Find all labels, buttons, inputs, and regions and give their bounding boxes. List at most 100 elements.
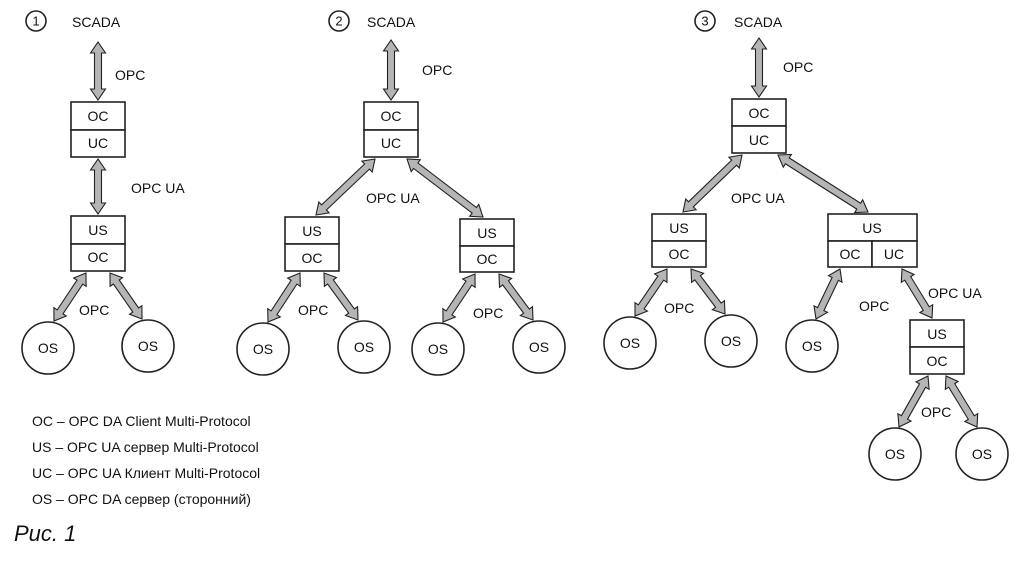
- connection-arrow: [897, 375, 930, 428]
- oc-box: [651, 240, 707, 268]
- diagram-3-leaf-1: OS: [603, 316, 657, 370]
- diagram-3-root-node: OC UC: [731, 98, 787, 154]
- us-label: US: [927, 326, 946, 342]
- figure-caption: Рис. 1: [14, 521, 77, 546]
- diagram-1-link-label-opc-ua: OPC UA: [131, 180, 185, 196]
- oc-box: [909, 346, 965, 375]
- diagram-3-link-label-opc-ua: OPC UA: [731, 190, 785, 206]
- uc-label: UC: [884, 246, 904, 262]
- os-circle: [337, 320, 391, 374]
- connection-arrow: [109, 272, 143, 320]
- diagram-3-number: 3: [701, 14, 708, 29]
- diagram-2-number-badge: [328, 10, 350, 32]
- os-label: OS: [721, 333, 741, 349]
- connection-arrow: [498, 273, 534, 321]
- os-label: OS: [354, 339, 374, 355]
- diagram-3-leaf-4: OS: [868, 427, 922, 481]
- connection-arrow: [89, 158, 107, 215]
- oc-label: OC: [840, 246, 861, 262]
- uc-label: UC: [381, 135, 401, 151]
- os-label: OS: [885, 446, 905, 462]
- us-label: US: [669, 220, 688, 236]
- connection-arrow: [315, 158, 376, 216]
- oc-label: OC: [749, 105, 770, 121]
- oc-box: [827, 240, 873, 268]
- diagram-3-link-label-opc-left: OPC: [664, 300, 694, 316]
- diagram-2-number: 2: [335, 14, 342, 29]
- diagram-2-link-label-opc-ua: OPC UA: [366, 190, 420, 206]
- connection-arrow: [777, 153, 869, 214]
- connection-arrow: [442, 273, 476, 323]
- us-label: US: [862, 220, 881, 236]
- legend-item-oc: OC – OPC DA Client Multi-Protocol: [32, 413, 251, 429]
- os-circle: [236, 322, 290, 376]
- diagram-1-number-badge: [25, 10, 47, 32]
- oc-box: [70, 101, 126, 131]
- diagram-2-scada-label: SCADA: [367, 14, 416, 30]
- legend-item-os: OS – OPC DA сервер (сторонний): [32, 491, 251, 507]
- diagram-3-link-label-opc: OPC: [783, 59, 813, 75]
- connection-arrow: [690, 268, 726, 315]
- diagram-3-right-node: US OC UC: [827, 213, 918, 268]
- diagram-1: 1 SCADA OPC OPC UA OPC OC UC US OC OS OS: [21, 10, 185, 375]
- connection-arrow: [682, 154, 743, 213]
- oc-label: OC: [927, 353, 948, 369]
- diagram-2-leaf-4: OS: [512, 320, 566, 374]
- diagram-3-link-label-opc-ua-sub: OPC UA: [928, 285, 982, 301]
- oc-label: OC: [477, 251, 498, 267]
- os-circle: [121, 319, 175, 373]
- os-label: OS: [38, 340, 58, 356]
- connection-arrow: [750, 37, 768, 98]
- diagram-3-scada-label: SCADA: [734, 14, 783, 30]
- us-label: US: [302, 223, 321, 239]
- os-circle: [785, 319, 839, 373]
- os-circle: [603, 316, 657, 370]
- diagram-1-number: 1: [32, 14, 39, 29]
- diagram-2-leaf-1: OS: [236, 322, 290, 376]
- diagram-2-leaf-2: OS: [337, 320, 391, 374]
- oc-label: OC: [381, 108, 402, 124]
- oc-label: OC: [669, 246, 690, 262]
- diagram-3: 3 SCADA OPC OPC UA OPC OPC OPC UA OPC OC…: [603, 10, 1009, 481]
- connection-arrow: [53, 272, 87, 322]
- legend-item-us: US – OPC UA сервер Multi-Protocol: [32, 439, 259, 455]
- uc-label: UC: [749, 132, 769, 148]
- diagram-2-link-label-opc-left: OPC: [298, 302, 328, 318]
- diagram-1-link-label-opc-leaves: OPC: [79, 302, 109, 318]
- oc-label: OC: [302, 250, 323, 266]
- connection-arrow: [382, 39, 400, 101]
- os-label: OS: [802, 338, 822, 354]
- uc-box: [731, 125, 787, 154]
- diagram-2-link-label-opc: OPC: [422, 62, 452, 78]
- os-circle: [955, 427, 1009, 481]
- us-box: [70, 215, 126, 245]
- us-box: [459, 218, 515, 247]
- diagram-1-mid-node: US OC: [70, 215, 126, 272]
- os-label: OS: [529, 339, 549, 355]
- diagram-1-root-node: OC UC: [70, 101, 126, 158]
- connection-arrow: [406, 158, 484, 218]
- diagram-3-number-badge: [694, 10, 716, 32]
- os-label: OS: [620, 335, 640, 351]
- uc-box: [363, 129, 419, 158]
- diagram-1-leaf-left: OS: [21, 321, 75, 375]
- uc-box: [871, 240, 918, 268]
- os-circle: [704, 314, 758, 368]
- diagram-3-sub-node: US OC: [909, 319, 965, 375]
- oc-box: [70, 243, 126, 272]
- os-label: OS: [138, 338, 158, 354]
- os-circle: [411, 322, 465, 376]
- diagram-1-scada-label: SCADA: [72, 14, 121, 30]
- oc-box: [459, 245, 515, 273]
- uc-box: [70, 129, 126, 158]
- os-label: OS: [428, 341, 448, 357]
- diagram-2: 2 SCADA OPC OPC UA OPC OPC OC UC US OC U…: [236, 10, 566, 376]
- us-box: [909, 319, 965, 348]
- diagram-2-link-label-opc-right: OPC: [473, 305, 503, 321]
- oc-box: [363, 101, 419, 131]
- connection-arrow: [89, 41, 107, 101]
- connection-arrow: [323, 272, 359, 321]
- diagram-3-left-node: US OC: [651, 213, 707, 268]
- diagram-2-leaf-3: OS: [411, 322, 465, 376]
